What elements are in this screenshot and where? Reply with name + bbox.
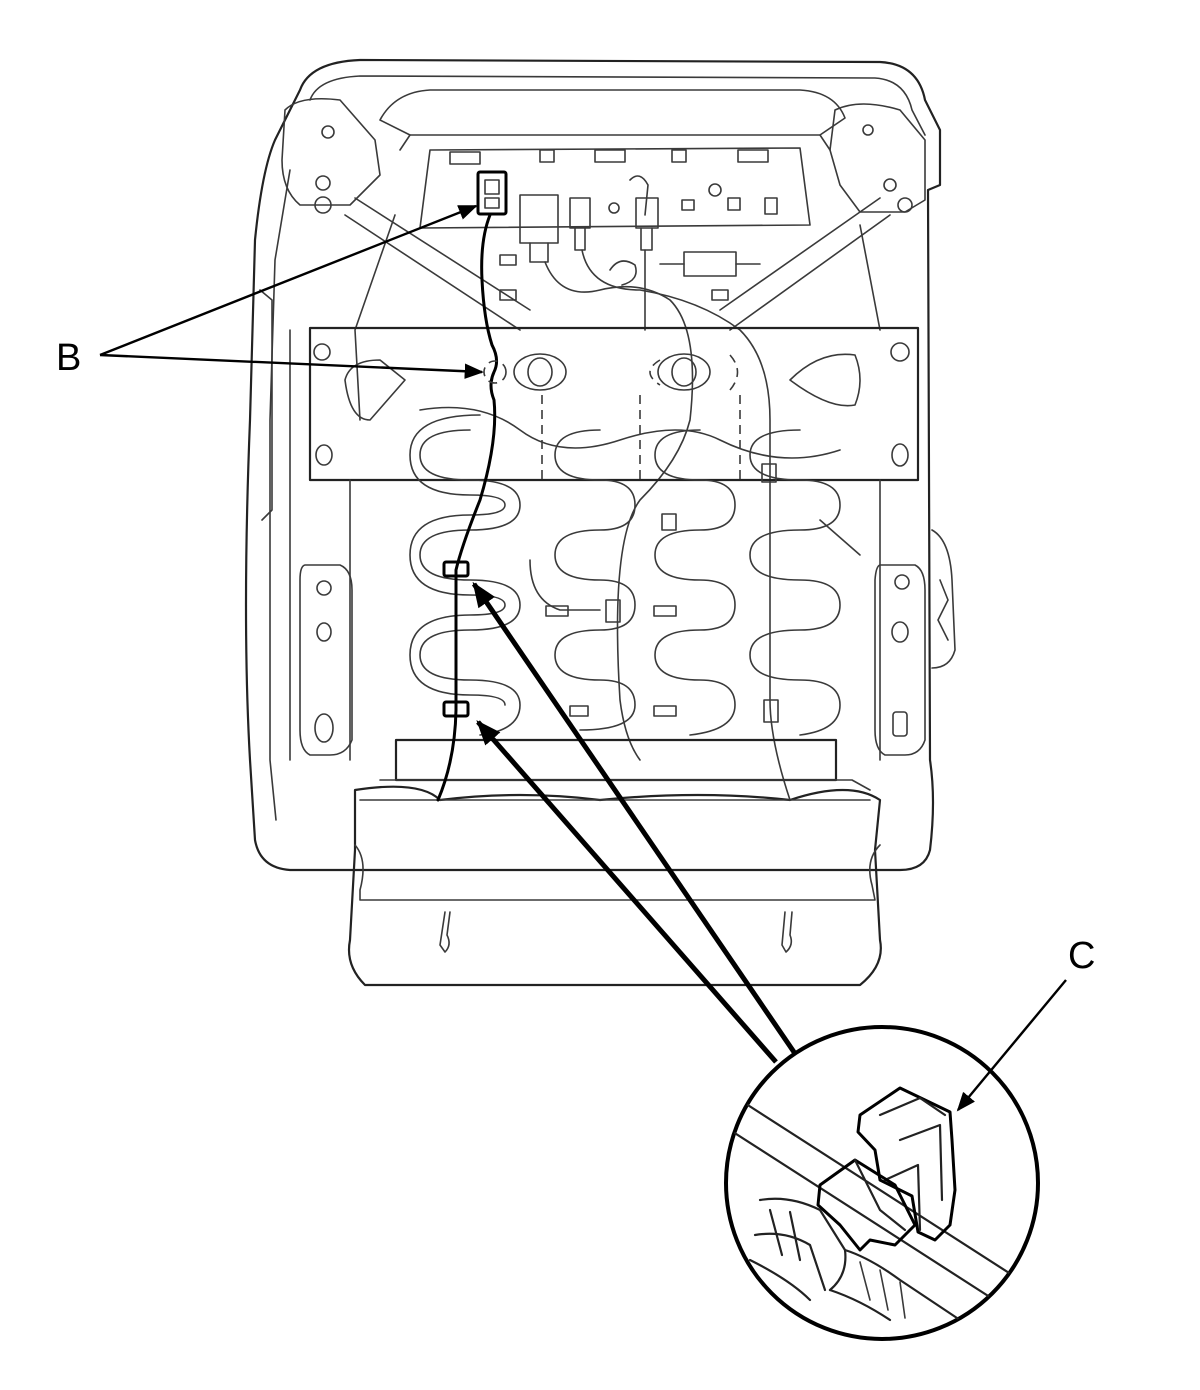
leader-clip-upper (471, 581, 799, 1057)
leader-c (956, 979, 1067, 1112)
harness-clip (442, 560, 470, 578)
connector-b (476, 170, 508, 216)
grommet-b (483, 360, 507, 384)
clip-detail-view (724, 1025, 1040, 1341)
harness-clip (442, 700, 470, 718)
leader-b-connector (99, 204, 478, 357)
callout-label-b: B (56, 337, 81, 379)
harness-wire (436, 213, 499, 802)
seat-back-frame (244, 58, 956, 872)
leader-b-grommet (99, 353, 484, 379)
seat-bottom-pan (347, 738, 882, 987)
leader-clip-lower (476, 720, 778, 1064)
callout-label-c: C (1068, 935, 1095, 977)
seat-springs (409, 414, 861, 736)
